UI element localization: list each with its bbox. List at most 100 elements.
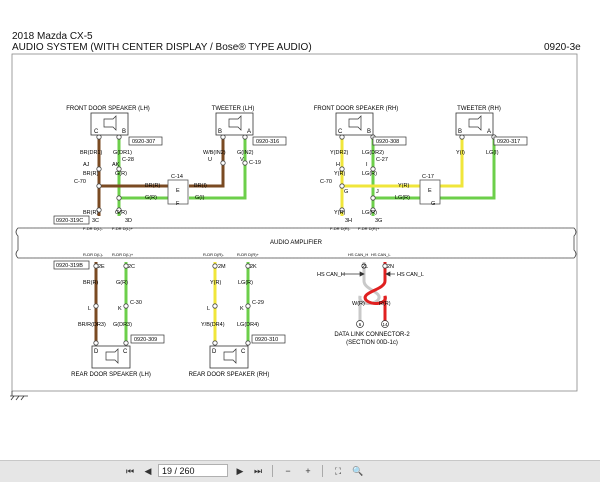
wire-label: LG(R) [362, 210, 377, 216]
label-a: A [487, 129, 491, 135]
rear-rh-speaker-title: REAR DOOR SPEAKER (RH) [189, 372, 270, 378]
terminal-label: 3D [125, 218, 132, 224]
ref-0920-319c: 0920-319C [56, 218, 83, 224]
terminal-label: 3H [345, 218, 352, 224]
wiring-diagram: C B B A C B B A D C [10, 53, 578, 401]
dlc-pin-label: 6 [359, 322, 362, 327]
pin-caption: F-DR D(L)+ [112, 226, 133, 231]
wire-label: BR/R(DR3) [78, 322, 106, 328]
dlc-section: (SECTION 00D-1c) [346, 340, 398, 346]
wire-label: Y(R) [398, 183, 409, 189]
label-d: D [94, 349, 99, 355]
wire-label: Y(DR2) [330, 150, 349, 156]
pin-label: H [336, 162, 340, 168]
pin-caption: HS CAN_L [371, 252, 391, 257]
pin-label: E [428, 188, 432, 194]
wire-label: Y(R) [210, 280, 221, 286]
pin-caption: F-DR D(R)- [330, 226, 351, 231]
ref-0920-317: 0920-317 [497, 139, 520, 145]
terminal-label: 2N [387, 264, 394, 270]
front-rh-speaker-title: FRONT DOOR SPEAKER (RH) [314, 106, 399, 112]
pin-caption: R-DR D(L)- [83, 252, 104, 257]
pin-label: AJ [83, 162, 90, 168]
wire-label: BR(DR1) [80, 150, 102, 156]
wire-label: LG(R) [238, 280, 253, 286]
search-icon[interactable]: 🔍 [352, 466, 364, 476]
connector-label: C-14 [171, 174, 183, 180]
wire-label: LG(R) [395, 195, 410, 201]
wire-label: G(DR3) [113, 322, 132, 328]
label-a: A [247, 129, 251, 135]
label-b: B [218, 129, 222, 135]
prev-page-button[interactable]: ◀ [144, 466, 152, 476]
pin-label: L [88, 306, 91, 312]
page-number-input[interactable]: 19 / 260 [158, 464, 228, 477]
wire-label: BR(R) [83, 280, 98, 286]
fit-page-icon[interactable]: ⛶ [334, 466, 342, 476]
next-page-button[interactable]: ▶ [236, 466, 244, 476]
toolbar-separator [272, 465, 273, 477]
label-c: C [94, 129, 99, 135]
pin-label: V [240, 157, 244, 163]
wire-label: LG(DR2) [362, 150, 384, 156]
pin-label: G [344, 189, 348, 195]
connector-label: C-70 [320, 179, 332, 185]
speaker-rear-rh: D C [209, 345, 249, 369]
ref-0920-310: 0920-310 [255, 337, 278, 343]
dlc-terminals [356, 320, 389, 328]
speaker-tweeter-lh: B A [215, 112, 254, 136]
can-h-label: HS CAN_H [317, 272, 345, 278]
wire-twl-brown [189, 137, 225, 188]
connector-label: C-27 [376, 157, 388, 163]
diagram-title: AUDIO SYSTEM (WITH CENTER DISPLAY / Bose… [12, 42, 312, 53]
connector-label: C-30 [130, 300, 142, 306]
terminal-label: 2K [250, 264, 257, 270]
pin-label: AK [112, 162, 120, 168]
tweeter-icon [468, 115, 482, 131]
label-b: B [122, 129, 126, 135]
wire-label: G(I) [195, 195, 205, 201]
first-page-button[interactable]: ⏮ [125, 466, 135, 476]
wire-can-white [358, 262, 381, 322]
speaker-front-lh: C B [90, 112, 129, 136]
zoom-in-button[interactable]: + [305, 466, 311, 476]
speaker-icon [223, 348, 237, 364]
pin-caption: HS CAN_H [348, 252, 368, 257]
wire-label: G(R) [115, 171, 127, 177]
wire-can-red [363, 262, 387, 322]
wire-twr-green [440, 137, 496, 200]
rear-lh-speaker-title: REAR DOOR SPEAKER (LH) [71, 372, 151, 378]
ref-0920-308: 0920-308 [376, 139, 399, 145]
connector-label: C-28 [122, 157, 134, 163]
terminal-label: 2M [218, 264, 226, 270]
speaker-tweeter-rh: B A [455, 112, 494, 136]
wires [94, 137, 496, 343]
label-b: B [367, 129, 371, 135]
wire-label: LG(R) [362, 171, 377, 177]
wire-label: BR(R) [83, 171, 98, 177]
connector-label: C-19 [249, 160, 261, 166]
wire-label: Y/B(DR4) [201, 322, 225, 328]
label-c: C [241, 349, 246, 355]
amplifier-label: AUDIO AMPLIFIER [270, 240, 323, 246]
terminal-label: 2L [362, 264, 368, 270]
ref-0920-316: 0920-316 [256, 139, 279, 145]
speaker-rear-lh: D C [91, 345, 131, 369]
audio-amplifier: AUDIO AMPLIFIER [15, 227, 577, 259]
pin-caption: F-DR D(R)+ [358, 226, 380, 231]
last-page-button[interactable]: ⏭ [253, 466, 263, 476]
tweeter-lh-title: TWEETER (LH) [212, 106, 255, 112]
zoom-out-button[interactable]: − [285, 466, 291, 476]
pin-label: U [208, 157, 212, 163]
label-b: B [458, 129, 462, 135]
terminal-label: 2C [128, 264, 135, 270]
tweeter-rh-title: TWEETER (RH) [457, 106, 501, 112]
wire-label: W(R) [352, 301, 365, 307]
connector-label: C-70 [74, 179, 86, 185]
diagram-page: 2018 Mazda CX-5 AUDIO SYSTEM (WITH CENTE… [10, 31, 581, 401]
pin-dots [93, 134, 497, 346]
speaker-icon [103, 115, 117, 131]
connector-label: C-17 [422, 174, 434, 180]
speaker-icon [105, 348, 119, 364]
wire-label: Y(R) [334, 210, 345, 216]
